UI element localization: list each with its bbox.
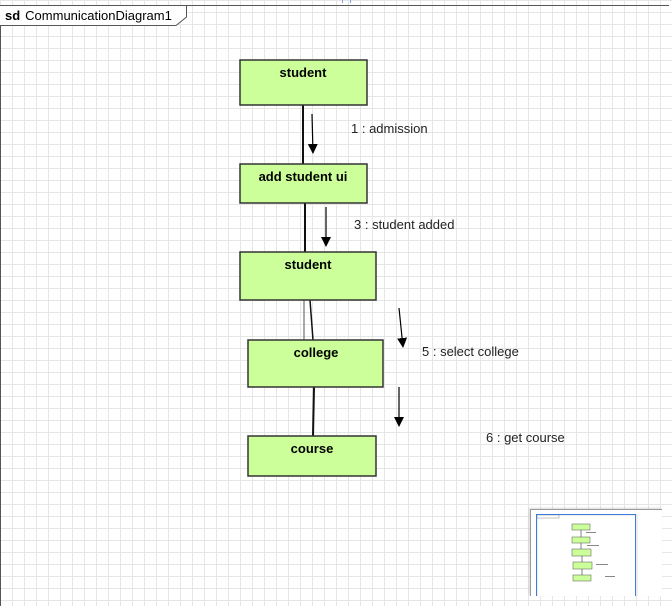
node-college[interactable]: college	[247, 339, 384, 388]
message-label-1[interactable]: 1 : admission	[351, 121, 428, 136]
node-label: student	[280, 65, 328, 80]
overview-panel[interactable]	[530, 509, 662, 596]
message-arrow-5[interactable]	[397, 307, 408, 348]
frame-name: CommunicationDiagram1	[25, 8, 172, 23]
message-label-3[interactable]: 3 : student added	[354, 217, 454, 232]
node-label: add student ui	[259, 169, 348, 184]
node-label: student	[285, 257, 333, 272]
frame-keyword: sd	[5, 8, 21, 23]
diagram-overview-thumbnail	[536, 514, 638, 596]
frame-tab-shape	[0, 5, 187, 26]
overview-viewport[interactable]	[536, 514, 636, 596]
node-student-1[interactable]: student	[239, 59, 368, 106]
link-n4-n5[interactable]	[312, 386, 315, 437]
node-student-2[interactable]: student	[239, 251, 377, 301]
diagram-frame	[0, 5, 669, 606]
ruler-marks	[342, 0, 352, 3]
message-label-5[interactable]: 5 : select college	[422, 344, 519, 359]
message-arrow-1[interactable]	[307, 113, 318, 154]
node-label: college	[294, 345, 339, 360]
node-course[interactable]: course	[247, 435, 377, 477]
frame-title: sd CommunicationDiagram1	[5, 8, 172, 23]
link-n3-n4-b[interactable]	[309, 299, 314, 341]
message-label-6[interactable]: 6 : get course	[486, 430, 565, 445]
node-label: course	[291, 441, 334, 456]
frame-tab	[0, 5, 187, 26]
node-add-student-ui[interactable]: add student ui	[239, 163, 368, 204]
